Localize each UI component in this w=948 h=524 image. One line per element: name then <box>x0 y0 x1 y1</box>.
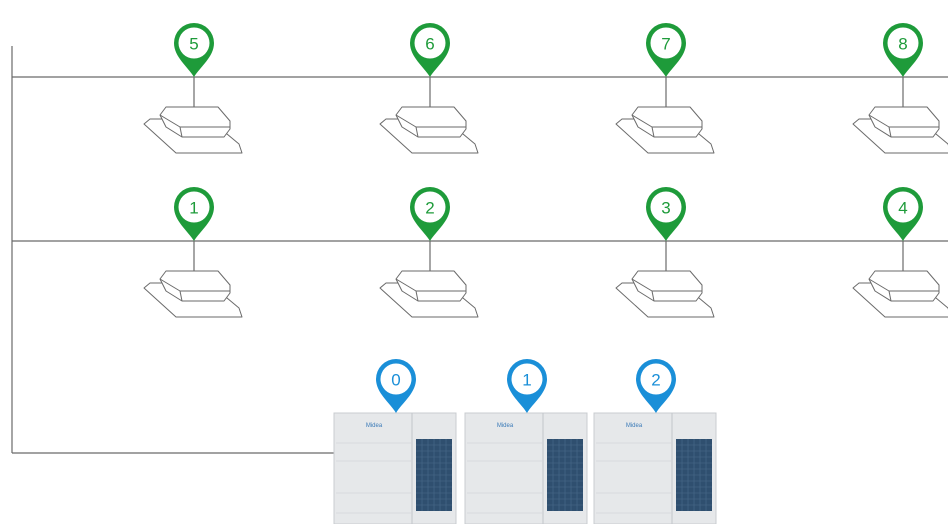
pin-inner-disc <box>178 27 210 59</box>
pin-address-label: 2 <box>651 371 660 390</box>
pin-inner-disc <box>640 363 672 395</box>
indoor-address-pin-8: 8 <box>883 23 923 77</box>
indoor-units <box>143 106 948 318</box>
pin-inner-disc <box>887 191 919 223</box>
cassette-corner-edge <box>415 290 419 302</box>
indoor-unit-7 <box>615 106 715 154</box>
indoor-unit-3 <box>615 270 715 318</box>
cassette-corner-edge <box>651 126 655 138</box>
pin-inner-disc <box>380 363 412 395</box>
cassette-corner-edge <box>179 126 183 138</box>
brand-logo: Midea <box>497 423 514 429</box>
outdoor-address-pin-0: 0 <box>376 359 416 413</box>
outdoor-address-pin-1: 1 <box>507 359 547 413</box>
indoor-address-pin-5: 5 <box>174 23 214 77</box>
brand-logo: Midea <box>366 423 383 429</box>
pin-address-label: 0 <box>391 371 400 390</box>
indoor-unit-2 <box>379 270 479 318</box>
indoor-address-pin-2: 2 <box>410 187 450 241</box>
cassette-body <box>159 106 231 138</box>
outdoor-unit-1: Midea <box>464 412 588 524</box>
cassette-body <box>868 106 940 138</box>
pin-inner-disc <box>887 27 919 59</box>
pin-address-label: 3 <box>661 199 670 218</box>
pin-address-label: 7 <box>661 35 670 54</box>
cassette-body <box>159 270 231 302</box>
pin-inner-disc <box>414 191 446 223</box>
pin-inner-disc <box>511 363 543 395</box>
refrigerant-piping <box>11 46 948 454</box>
cassette-corner-edge <box>179 290 183 302</box>
pin-address-label: 5 <box>189 35 198 54</box>
cassette-body <box>868 270 940 302</box>
indoor-address-pin-1: 1 <box>174 187 214 241</box>
pin-inner-disc <box>650 191 682 223</box>
pin-address-label: 1 <box>189 199 198 218</box>
cassette-corner-edge <box>888 126 892 138</box>
pin-inner-disc <box>414 27 446 59</box>
indoor-address-pin-6: 6 <box>410 23 450 77</box>
indoor-address-pin-3: 3 <box>646 187 686 241</box>
outdoor-units: Midea Midea Midea <box>333 412 717 524</box>
indoor-unit-6 <box>379 106 479 154</box>
address-pins: 5 6 7 8 1 2 3 4 0 1 2 <box>174 23 923 413</box>
indoor-address-pin-4: 4 <box>883 187 923 241</box>
indoor-unit-1 <box>143 270 243 318</box>
pin-address-label: 1 <box>522 371 531 390</box>
pin-address-label: 2 <box>425 199 434 218</box>
outdoor-unit-2: Midea <box>593 412 717 524</box>
cassette-body <box>631 106 703 138</box>
pin-inner-disc <box>650 27 682 59</box>
pin-address-label: 8 <box>898 35 907 54</box>
outdoor-address-pin-2: 2 <box>636 358 677 413</box>
cassette-body <box>395 270 467 302</box>
cassette-body <box>395 106 467 138</box>
indoor-unit-8 <box>852 106 948 154</box>
cassette-corner-edge <box>888 290 892 302</box>
indoor-address-pin-7: 7 <box>646 23 686 77</box>
cassette-corner-edge <box>415 126 419 138</box>
pin-address-label: 6 <box>425 35 434 54</box>
cassette-body <box>631 270 703 302</box>
indoor-unit-4 <box>852 270 948 318</box>
indoor-unit-5 <box>143 106 243 154</box>
pin-inner-disc <box>178 191 210 223</box>
pin-address-label: 4 <box>898 199 907 218</box>
cassette-corner-edge <box>651 290 655 302</box>
brand-logo: Midea <box>626 423 643 429</box>
outdoor-unit-0: Midea <box>333 412 457 524</box>
